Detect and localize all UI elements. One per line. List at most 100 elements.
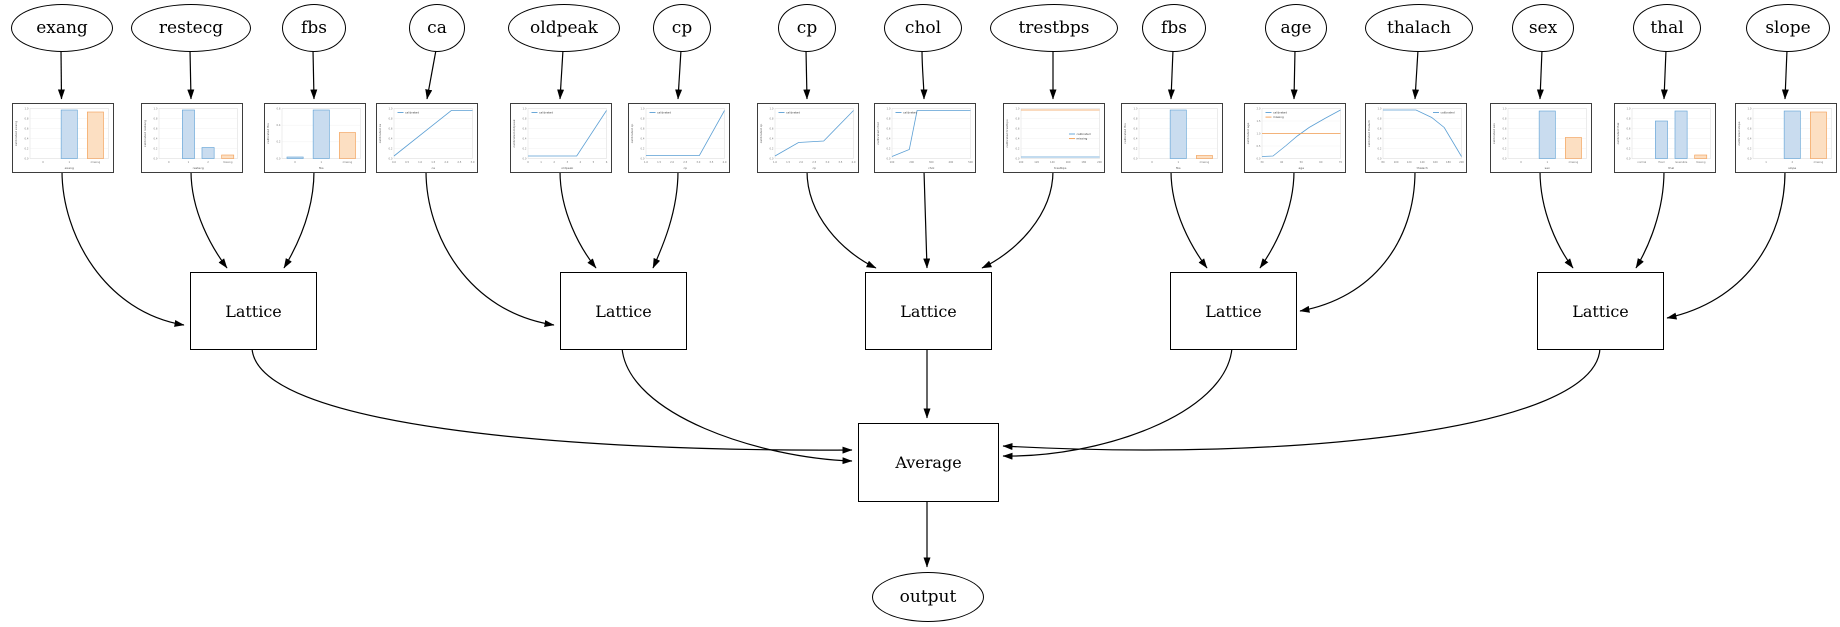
feature-node-thal: thal (1633, 4, 1701, 52)
svg-text:0.4: 0.4 (25, 136, 29, 140)
svg-text:0.8: 0.8 (641, 116, 645, 120)
svg-text:age: age (1298, 166, 1304, 170)
lattice-box-5: Lattice (1537, 272, 1664, 350)
svg-text:missing: missing (91, 160, 101, 164)
feature-label: fbs (1161, 18, 1187, 38)
edge-exang-to-chart (57, 49, 65, 100)
svg-text:calibrated chol: calibrated chol (876, 122, 880, 144)
svg-text:30: 30 (1260, 160, 1264, 164)
feature-node-exang: exang (11, 4, 113, 52)
edge-age-to-chart (1290, 49, 1298, 100)
svg-text:1.0: 1.0 (154, 106, 158, 110)
svg-text:0.6: 0.6 (1503, 126, 1507, 130)
svg-text:calibrated fbs: calibrated fbs (1123, 123, 1127, 144)
lattice-box-2: Lattice (560, 272, 687, 350)
feature-node-cp-1: cp (653, 4, 711, 52)
svg-text:missing: missing (1077, 137, 1088, 141)
svg-text:calibrated: calibrated (1077, 132, 1091, 136)
svg-text:calibrated thalach: calibrated thalach (1367, 120, 1371, 147)
svg-text:0.4: 0.4 (1016, 136, 1020, 140)
svg-text:2.0: 2.0 (1257, 106, 1261, 110)
svg-text:0.4: 0.4 (1378, 136, 1382, 140)
svg-text:1.0: 1.0 (1016, 106, 1020, 110)
svg-text:fbs: fbs (1176, 166, 1181, 170)
svg-text:calibrated exang: calibrated exang (14, 121, 18, 146)
svg-text:100: 100 (1019, 160, 1024, 164)
svg-text:0: 0 (168, 160, 170, 164)
svg-text:0.8: 0.8 (1016, 116, 1020, 120)
svg-text:2.0: 2.0 (670, 160, 674, 164)
svg-text:0.5: 0.5 (405, 160, 409, 164)
svg-text:0.2: 0.2 (1134, 146, 1138, 150)
feature-label: ca (427, 18, 447, 38)
lattice-box-4: Lattice (1170, 272, 1297, 350)
svg-text:calibrated: calibrated (786, 111, 800, 115)
edge-ca-to-chart (425, 49, 437, 100)
svg-text:fbs: fbs (319, 166, 324, 170)
svg-text:0.2: 0.2 (770, 146, 774, 150)
svg-text:1.0: 1.0 (644, 160, 648, 164)
svg-text:1.0: 1.0 (1627, 106, 1631, 110)
edge-chart-trestbps-to-lattice3 (981, 170, 1054, 269)
edge-chart-ca-to-lattice2 (425, 170, 555, 328)
edge-thalach-to-chart (1412, 49, 1420, 100)
edge-lattice4-to-average (1002, 347, 1233, 460)
svg-text:0.2: 0.2 (887, 146, 891, 150)
feature-node-ca: ca (409, 4, 465, 52)
feature-label: age (1280, 18, 1312, 38)
edge-chart-thalach-to-lattice4 (1299, 170, 1416, 313)
svg-text:100: 100 (890, 160, 895, 164)
svg-text:1.0: 1.0 (1748, 106, 1752, 110)
svg-text:2.0: 2.0 (799, 160, 803, 164)
svg-text:fixed: fixed (1658, 160, 1665, 164)
edge-chart-fbs-to-lattice1 (283, 170, 315, 269)
average-box: Average (858, 423, 999, 502)
svg-text:1.0: 1.0 (523, 106, 527, 110)
svg-text:1: 1 (1177, 160, 1179, 164)
edge-sex-to-chart (1536, 49, 1544, 100)
svg-text:120: 120 (1407, 160, 1412, 164)
svg-text:1.0: 1.0 (1503, 106, 1507, 110)
svg-text:0.4: 0.4 (523, 136, 527, 140)
svg-text:0.2: 0.2 (1016, 146, 1020, 150)
feature-node-fbs-2: fbs (1142, 4, 1206, 52)
svg-text:0.0: 0.0 (1378, 156, 1382, 160)
svg-text:400: 400 (948, 160, 953, 164)
svg-text:0.0: 0.0 (1748, 156, 1752, 160)
svg-text:calibrated: calibrated (539, 111, 553, 115)
svg-text:calibrated restecg: calibrated restecg (143, 120, 147, 147)
svg-text:0.4: 0.4 (389, 136, 393, 140)
svg-text:1.0: 1.0 (389, 106, 393, 110)
svg-text:missing: missing (1696, 160, 1706, 164)
svg-text:1.5: 1.5 (431, 160, 435, 164)
svg-text:0.6: 0.6 (1627, 126, 1631, 130)
svg-text:140: 140 (1050, 160, 1055, 164)
svg-text:1.5: 1.5 (786, 160, 790, 164)
svg-text:500: 500 (968, 160, 973, 164)
svg-text:1: 1 (1546, 160, 1548, 164)
svg-text:1.5: 1.5 (1257, 119, 1261, 123)
feature-node-chol: chol (884, 4, 962, 52)
svg-text:thalach: thalach (1417, 166, 1428, 170)
edge-chol-to-chart (920, 49, 928, 100)
svg-text:1.0: 1.0 (418, 160, 422, 164)
edge-lattice5-to-average (1002, 347, 1601, 451)
svg-text:0.4: 0.4 (641, 136, 645, 140)
svg-text:0.6: 0.6 (1748, 126, 1752, 130)
edge-fbs-to-chart (310, 49, 318, 100)
feature-node-thalach: thalach (1365, 4, 1473, 52)
svg-text:0.8: 0.8 (770, 116, 774, 120)
feature-label: thalach (1387, 18, 1451, 38)
edge-lattice1-to-average (251, 347, 853, 454)
svg-text:missing: missing (1569, 160, 1579, 164)
svg-text:0.8: 0.8 (389, 116, 393, 120)
feature-node-trestbps: trestbps (990, 4, 1118, 52)
svg-text:1.0: 1.0 (1257, 131, 1261, 135)
svg-text:180: 180 (1081, 160, 1086, 164)
